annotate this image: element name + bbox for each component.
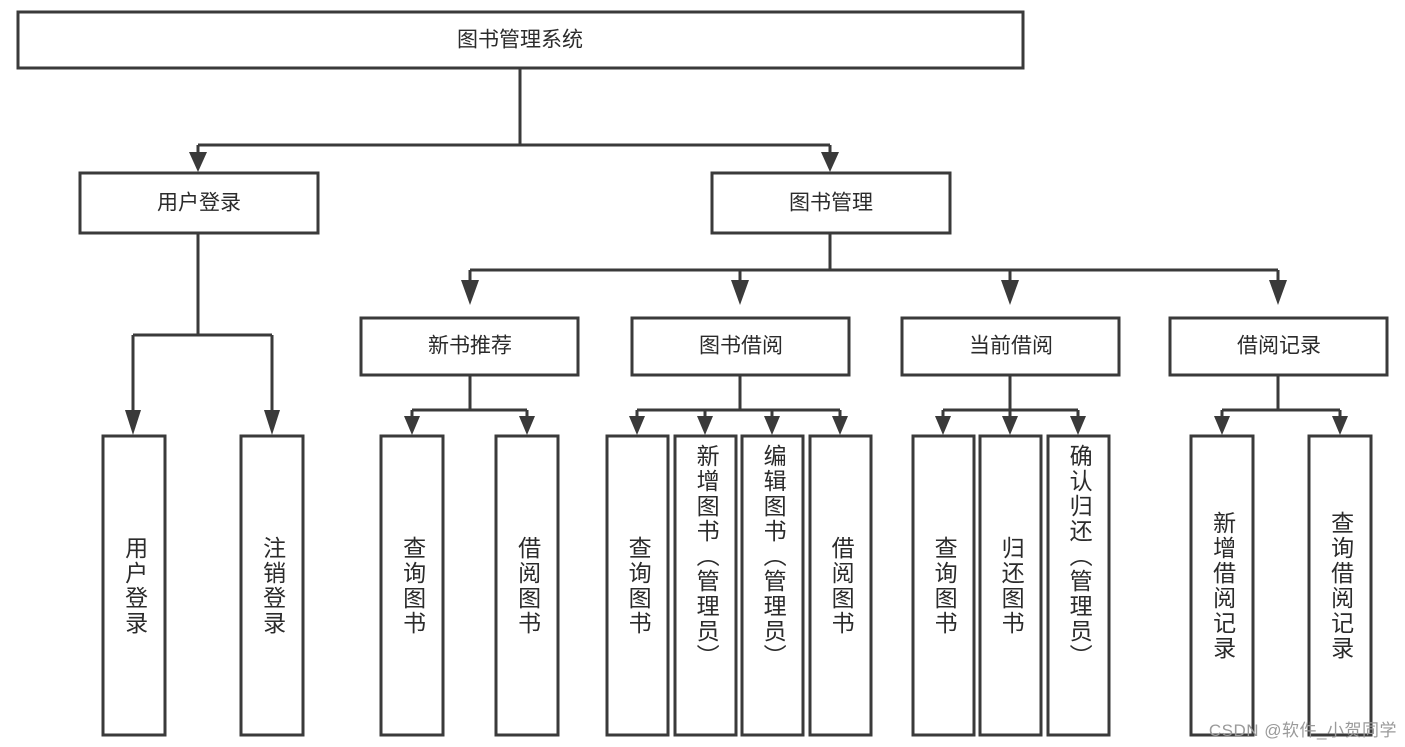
node-leaf-user-login-box[interactable] [101, 434, 167, 737]
node-leaf-query-book-2-box[interactable] [605, 434, 670, 737]
node-root[interactable]: 图书管理系统 [16, 10, 1025, 70]
arrow-head-leaf-query-book-2 [629, 416, 645, 435]
connector-group-current-borrow [935, 375, 1086, 435]
node-book-borrow[interactable]: 图书借阅 [630, 316, 851, 377]
node-borrow-record-label: 借阅记录 [1237, 335, 1321, 358]
arrow-head-leaf-query-record [1332, 416, 1348, 435]
node-current-borrow[interactable]: 当前借阅 [900, 316, 1121, 377]
node-leaf-borrow-book-1-box[interactable] [494, 434, 560, 737]
arrow-head-leaf-query-book-1 [404, 416, 420, 435]
node-user-login-box[interactable] [78, 171, 320, 235]
node-new-book-recommend-box[interactable] [359, 316, 580, 377]
arrow-head-leaf-edit-book [764, 416, 780, 435]
node-leaf-query-book-3-box[interactable] [911, 434, 976, 737]
arrow-head-leaf-confirm-return [1070, 416, 1086, 435]
arrow-head-leaf-borrow-book-2 [832, 416, 848, 435]
node-leaf-add-book-box[interactable] [673, 434, 738, 737]
arrow-head-new-book-recommend [461, 280, 479, 305]
arrow-head-leaf-borrow-book-1 [519, 416, 535, 435]
node-borrow-record-box[interactable] [1168, 316, 1389, 377]
arrow-head-leaf-logout [264, 410, 280, 435]
node-leaf-borrow-book-2-box[interactable] [808, 434, 873, 737]
node-leaf-add-record-box[interactable] [1189, 434, 1255, 737]
node-current-borrow-box[interactable] [900, 316, 1121, 377]
node-borrow-record[interactable]: 借阅记录 [1168, 316, 1389, 377]
node-book-borrow-box[interactable] [630, 316, 851, 377]
node-new-book-recommend-label: 新书推荐 [428, 335, 512, 358]
node-user-login-label: 用户登录 [157, 192, 241, 215]
node-root-label: 图书管理系统 [457, 29, 583, 52]
node-leaf-edit-book-box[interactable] [740, 434, 805, 737]
node-leaf-return-book-box[interactable] [978, 434, 1043, 737]
node-leaf-confirm-return-box[interactable] [1046, 434, 1111, 737]
connector-group-borrow-record [1214, 375, 1348, 435]
connector-group-book-borrow [629, 375, 848, 435]
node-root-box[interactable] [16, 10, 1025, 70]
node-leaf-logout-box[interactable] [239, 434, 305, 737]
connector-group-new-book-recommend [404, 375, 535, 435]
connector-group-user-login [125, 233, 280, 435]
arrow-head-borrow-record [1269, 280, 1287, 305]
arrow-head-user-login [189, 152, 207, 172]
connector-group-root [189, 68, 839, 172]
arrow-head-current-borrow [1001, 280, 1019, 305]
node-book-management-box[interactable] [710, 171, 952, 235]
node-user-login[interactable]: 用户登录 [78, 171, 320, 235]
arrow-head-leaf-add-book [697, 416, 713, 435]
node-leaf-query-record-box[interactable] [1307, 434, 1373, 737]
arrow-head-book-management [821, 152, 839, 172]
node-book-management[interactable]: 图书管理 [710, 171, 952, 235]
arrow-head-leaf-query-book-3 [935, 416, 951, 435]
connector-group-book-management [461, 233, 1287, 305]
node-new-book-recommend[interactable]: 新书推荐 [359, 316, 580, 377]
arrow-head-book-borrow [731, 280, 749, 305]
arrow-head-leaf-user-login [125, 410, 141, 435]
arrow-head-leaf-add-record [1214, 416, 1230, 435]
node-leaf-query-book-1-box[interactable] [379, 434, 445, 737]
node-book-management-label: 图书管理 [789, 192, 873, 215]
watermark-text: CSDN @软件_小贺同学 [1208, 721, 1397, 740]
node-book-borrow-label: 图书借阅 [699, 335, 783, 358]
arrow-head-leaf-return-book [1002, 416, 1018, 435]
node-current-borrow-label: 当前借阅 [969, 335, 1053, 358]
